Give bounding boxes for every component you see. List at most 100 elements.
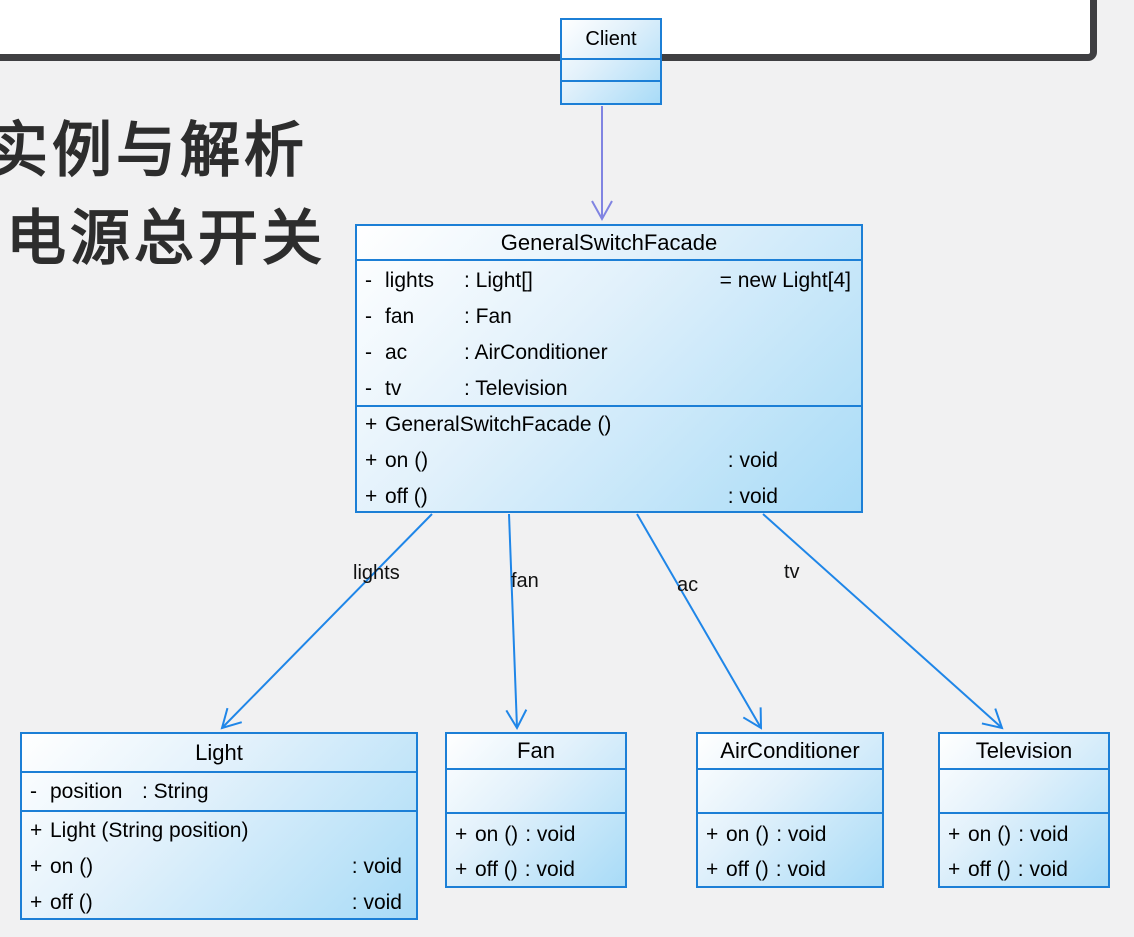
method-row: + off (): void xyxy=(447,852,625,887)
method-row: + GeneralSwitchFacade () xyxy=(357,407,861,443)
method-return-type: : void xyxy=(775,857,826,881)
method-row: + on (): void xyxy=(447,817,625,852)
method-row: + on () : void xyxy=(357,443,861,479)
method-row: + on (): void xyxy=(698,817,882,852)
attribute-row: -lights : Light[] = new Light[4] xyxy=(357,263,861,299)
visibility-marker: + xyxy=(30,855,43,878)
attribute-type: : AirConditioner xyxy=(464,341,608,364)
method-return-type: : void xyxy=(1018,822,1069,846)
visibility-marker: + xyxy=(455,822,468,846)
method-return-type: : void xyxy=(727,485,778,508)
attribute-name: ac xyxy=(385,341,408,364)
association-arrow-facade-to-ac xyxy=(636,513,763,730)
method-signature: Light (String position) xyxy=(50,819,249,842)
client-methods-compartment xyxy=(562,82,660,103)
tv-attributes-compartment xyxy=(940,770,1108,814)
method-row: + off (): void xyxy=(698,852,882,887)
class-box-light: Light -position: String +Light (String p… xyxy=(20,732,418,920)
tv-methods-compartment: +on (): void +off (): void xyxy=(940,814,1108,887)
edge-label-tv: tv xyxy=(784,561,800,583)
ac-methods-compartment: +on (): void +off (): void xyxy=(698,814,882,887)
client-attributes-compartment xyxy=(562,60,660,82)
association-arrow-facade-to-fan xyxy=(505,513,528,731)
method-signature: on () xyxy=(385,449,429,472)
class-box-television: Television +on (): void +off (): void xyxy=(938,732,1110,888)
visibility-marker: + xyxy=(30,891,43,914)
attribute-name: position xyxy=(50,779,123,803)
method-signature: on () xyxy=(50,855,94,878)
visibility-marker: - xyxy=(365,269,372,292)
method-signature: on () xyxy=(968,822,1012,846)
attribute-name: lights xyxy=(385,269,435,292)
attribute-type: : Television xyxy=(464,377,568,400)
fan-methods-compartment: +on (): void +off (): void xyxy=(447,814,625,887)
method-signature: off () xyxy=(726,857,769,881)
class-box-airconditioner: AirConditioner +on (): void +off (): voi… xyxy=(696,732,884,888)
visibility-marker: + xyxy=(948,822,961,846)
visibility-marker: - xyxy=(365,305,372,328)
method-return-type: : void xyxy=(351,855,402,878)
attribute-row: -ac : AirConditioner xyxy=(357,335,861,371)
class-title-television: Television xyxy=(940,734,1108,770)
visibility-marker: + xyxy=(30,819,43,842)
visibility-marker: + xyxy=(365,413,378,436)
heading-line-2: 电源总开关 xyxy=(6,204,326,274)
light-methods-compartment: + Light (String position) + on () : void + o… xyxy=(22,812,416,921)
visibility-marker: + xyxy=(706,822,719,846)
association-arrow-facade-to-light xyxy=(220,513,433,730)
heading-line-1: 实例与解析 xyxy=(0,116,308,186)
method-row: + on () : void xyxy=(22,849,416,885)
visibility-marker: + xyxy=(706,857,719,881)
method-return-type: : void xyxy=(351,891,402,914)
visibility-marker: - xyxy=(365,377,372,400)
edge-label-ac: ac xyxy=(677,574,699,596)
attribute-default: = new Light[4] xyxy=(719,269,851,292)
class-title-facade: GeneralSwitchFacade xyxy=(357,226,861,261)
method-signature: off () xyxy=(968,857,1011,881)
class-title-fan: Fan xyxy=(447,734,625,770)
method-return-type: : void xyxy=(727,449,778,472)
method-return-type: : void xyxy=(776,822,827,846)
attribute-type: : String xyxy=(142,779,209,803)
attribute-name: tv xyxy=(385,377,402,400)
visibility-marker: - xyxy=(365,341,372,364)
edge-label-fan: fan xyxy=(511,570,539,592)
method-signature: GeneralSwitchFacade () xyxy=(385,413,612,436)
content-frame-corner xyxy=(0,0,1097,61)
facade-methods-compartment: + GeneralSwitchFacade () + on () : void + of… xyxy=(357,407,861,515)
method-signature: on () xyxy=(726,822,770,846)
visibility-marker: + xyxy=(365,449,378,472)
attribute-type: : Light[] xyxy=(464,269,533,292)
facade-attributes-compartment: -lights: Light[]= new Light[4] -fan: Fan… xyxy=(357,261,861,407)
method-row: + off () : void xyxy=(22,885,416,921)
attribute-type: : Fan xyxy=(464,305,512,328)
visibility-marker: + xyxy=(948,857,961,881)
light-attributes-compartment: -position: String xyxy=(22,773,416,812)
attribute-row: -position: String xyxy=(22,773,416,810)
visibility-marker: + xyxy=(455,857,468,881)
association-arrow-facade-to-tv xyxy=(762,513,1004,730)
visibility-marker: + xyxy=(365,485,378,508)
class-box-facade: GeneralSwitchFacade -lights: Light[]= ne… xyxy=(355,224,863,513)
attribute-name: fan xyxy=(385,305,415,328)
class-title-client: Client xyxy=(562,20,660,60)
method-signature: on () xyxy=(475,822,519,846)
class-title-light: Light xyxy=(22,734,416,773)
method-signature: off () xyxy=(385,485,428,508)
method-row: + Light (String position) xyxy=(22,813,416,849)
method-return-type: : void xyxy=(1017,857,1068,881)
class-box-client: Client xyxy=(560,18,662,105)
attribute-row: -tv : Television xyxy=(357,371,861,405)
method-return-type: : void xyxy=(524,857,575,881)
method-signature: off () xyxy=(475,857,518,881)
fan-attributes-compartment xyxy=(447,770,625,814)
class-title-airconditioner: AirConditioner xyxy=(698,734,882,770)
edge-label-lights: lights xyxy=(353,562,400,584)
attribute-row: -fan : Fan xyxy=(357,299,861,335)
method-signature: off () xyxy=(50,891,93,914)
method-return-type: : void xyxy=(525,822,576,846)
method-row: + off () : void xyxy=(357,479,861,515)
method-row: + on (): void xyxy=(940,817,1108,852)
